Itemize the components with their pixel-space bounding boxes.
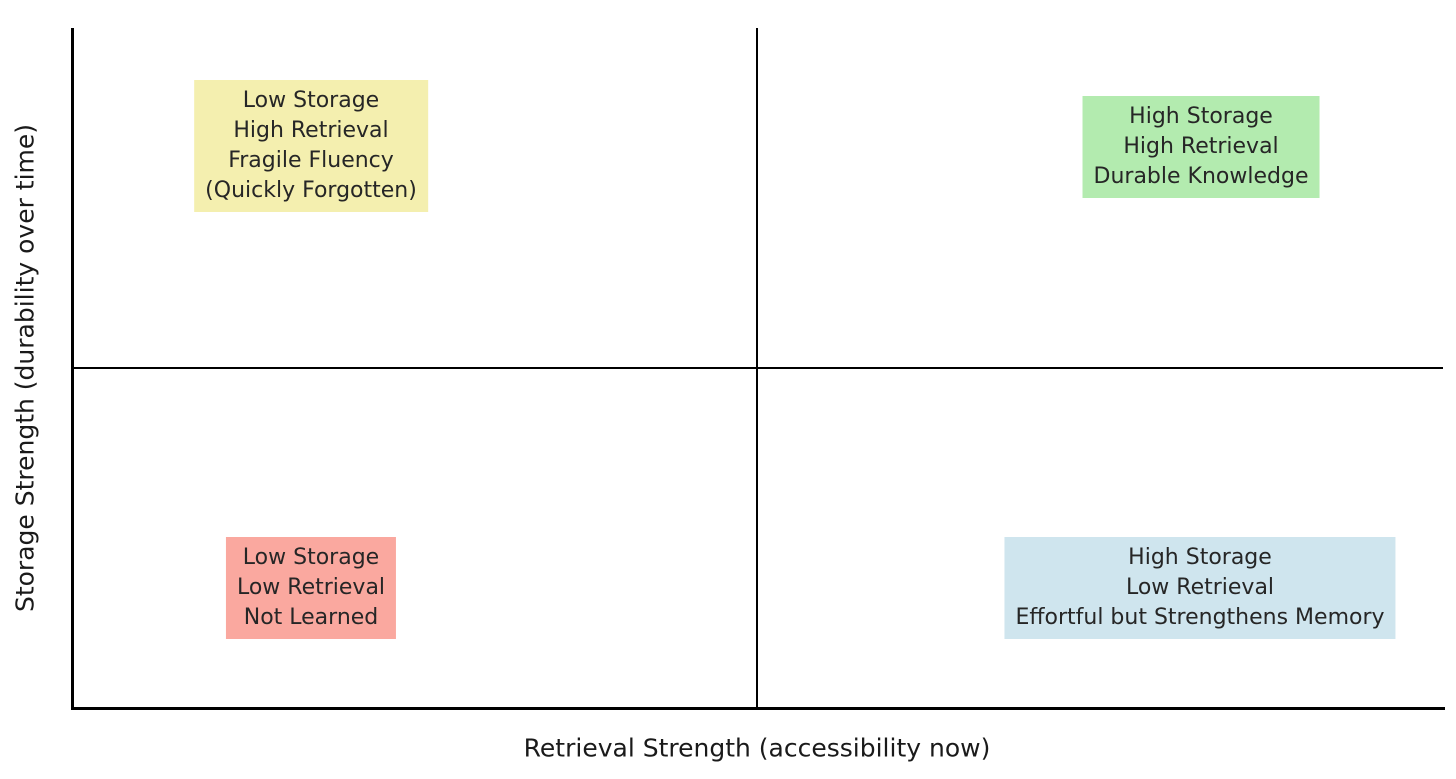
quadrant-box-top-left: Low Storage High Retrieval Fragile Fluen… (194, 80, 428, 212)
quadrant-text-line: Effortful but Strengthens Memory (1015, 605, 1385, 630)
quadrant-text-line: (Quickly Forgotten) (205, 178, 417, 203)
quadrant-text-line: Low Retrieval (1125, 575, 1275, 600)
quadrant-text-line: High Retrieval (233, 118, 389, 143)
quadrant-box-top-right: High Storage High Retrieval Durable Know… (1082, 96, 1320, 198)
quadrant-text-line: High Storage (1129, 104, 1273, 129)
quadrant-text-line: Low Storage (242, 88, 380, 113)
quadrant-box-bottom-right: High Storage Low Retrieval Effortful but… (1004, 537, 1396, 639)
quadrant-text-line: Fragile Fluency (228, 148, 394, 173)
x-axis-line (71, 707, 1445, 710)
quadrant-text-line: Durable Knowledge (1093, 164, 1309, 189)
quadrant-box-bottom-left: Low Storage Low Retrieval Not Learned (225, 537, 397, 639)
quadrant-text-line: Low Storage (242, 545, 380, 570)
quadrant-text-line: Low Retrieval (236, 575, 386, 600)
quadrant-text-line: High Storage (1128, 545, 1272, 570)
x-axis-label: Retrieval Strength (accessibility now) (523, 733, 991, 763)
quadrant-text-line: Not Learned (243, 605, 379, 630)
quadrant-text-line: High Retrieval (1123, 134, 1279, 159)
horizontal-midline (72, 366, 1443, 369)
y-axis-label: Storage Strength (durability over time) (10, 123, 40, 613)
